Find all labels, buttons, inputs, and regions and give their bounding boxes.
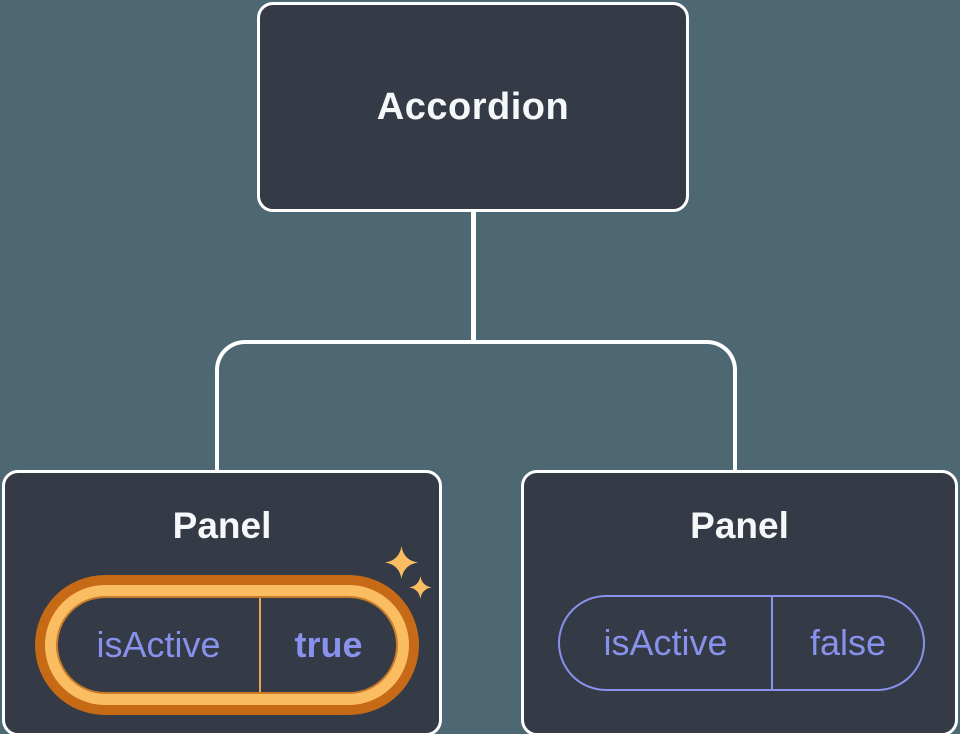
panel-title: Panel [690, 505, 789, 546]
prop-name-label: isActive [96, 624, 221, 665]
connector-branch [215, 340, 737, 472]
highlight-ring-outer: isActive true [35, 575, 419, 715]
panel-node-inactive: Panel isActive false [521, 470, 958, 734]
prop-divider [771, 597, 773, 689]
prop-name-label: isActive [603, 622, 728, 663]
accordion-node-label: Accordion [376, 85, 570, 128]
highlight-ring-inner: isActive true [45, 585, 409, 705]
panel-title: Panel [172, 505, 272, 546]
prop-pill-active: isActive true [56, 596, 398, 694]
connector-root-stem [471, 211, 476, 342]
panel-node-active: Panel isActive true [2, 470, 442, 734]
prop-value-label: false [809, 622, 887, 663]
prop-value-label: true [294, 624, 363, 665]
accordion-node: Accordion [257, 2, 689, 212]
sparkles-icon [385, 546, 432, 599]
prop-pill-inactive: isActive false [558, 595, 925, 691]
prop-divider [259, 598, 261, 692]
